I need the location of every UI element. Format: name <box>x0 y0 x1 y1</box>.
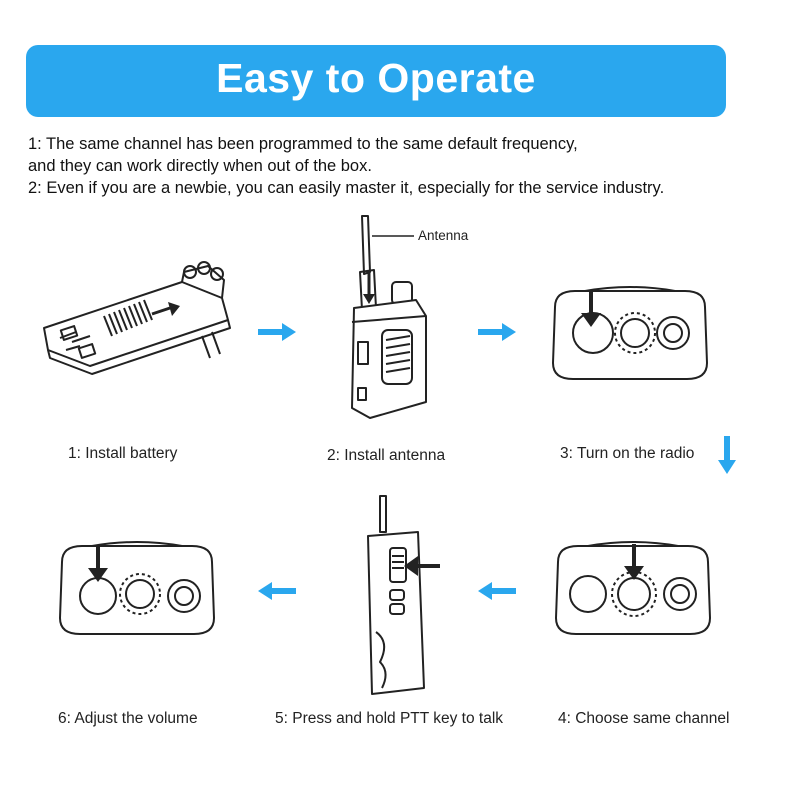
antenna-illustration <box>351 215 427 419</box>
arrow-left-icon <box>258 582 296 600</box>
antenna-label: Antenna <box>418 228 469 243</box>
arrow-right-icon <box>258 323 296 341</box>
page-title: Easy to Operate <box>216 55 536 101</box>
ptt-key-illustration <box>367 495 440 695</box>
battery-illustration <box>43 261 231 375</box>
arrow-right-icon <box>478 323 516 341</box>
step-label-install-antenna: 2: Install antenna <box>327 447 446 464</box>
step-label-press-ptt: 5: Press and hold PTT key to talk <box>275 710 504 727</box>
step-label-install-battery: 1: Install battery <box>68 445 178 462</box>
description: 1: The same channel has been programmed … <box>28 133 664 199</box>
volume-knob-illustration <box>58 541 216 635</box>
arrow-left-icon <box>478 582 516 600</box>
description-line: 1: The same channel has been programmed … <box>28 135 578 153</box>
arrow-down-icon <box>718 436 736 474</box>
step-label-turn-on: 3: Turn on the radio <box>560 445 695 462</box>
power-knob-illustration <box>551 286 709 380</box>
channel-knob-illustration <box>554 541 712 635</box>
description-line: 2: Even if you are a newbie, you can eas… <box>28 179 665 197</box>
step-label-choose-channel: 4: Choose same channel <box>558 710 730 727</box>
title-banner: Easy to Operate <box>26 45 726 117</box>
step-label-adjust-volume: 6: Adjust the volume <box>58 710 198 727</box>
description-line: and they can work directly when out of t… <box>28 157 372 175</box>
